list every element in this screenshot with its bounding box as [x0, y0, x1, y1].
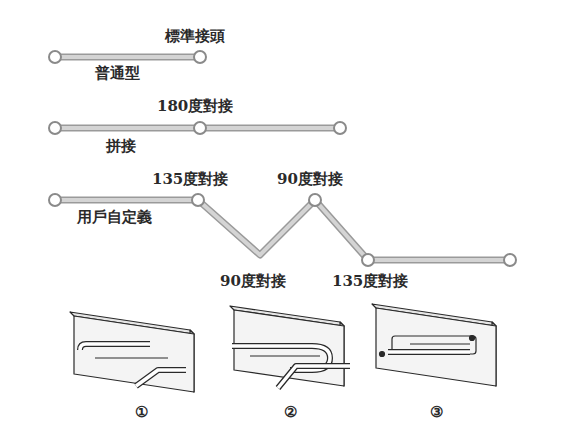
rod — [136, 370, 186, 386]
rod — [278, 366, 350, 388]
joint-type-label: 用戶自定義 — [75, 208, 154, 226]
end-circle — [309, 194, 321, 206]
weld-bar — [55, 54, 200, 61]
weld-seam — [250, 356, 320, 357]
callout-number: ② — [282, 403, 299, 421]
rod-end — [380, 352, 385, 357]
callout-number: ① — [133, 403, 150, 421]
rod — [278, 366, 350, 388]
joint-type-label: 普通型 — [93, 64, 142, 82]
weld-lines — [55, 57, 510, 260]
end-circle — [194, 122, 206, 134]
joint-type-label: 90度對接 — [275, 170, 345, 188]
callout-number: ③ — [428, 403, 445, 421]
end-circle — [192, 194, 204, 206]
rod — [80, 344, 150, 350]
end-circle — [49, 194, 61, 206]
joint-type-label: 135度對接 — [330, 272, 410, 290]
joint-type-label: 135度對接 — [150, 170, 230, 188]
end-circle — [504, 254, 516, 266]
plate-figure — [70, 312, 194, 392]
end-circles — [49, 51, 516, 266]
rod — [388, 349, 470, 355]
end-circle — [49, 51, 61, 63]
rod — [80, 344, 150, 350]
rod-end — [470, 336, 475, 341]
end-circle — [194, 51, 206, 63]
end-circle — [334, 122, 346, 134]
plate-face — [74, 316, 194, 392]
rod — [136, 370, 186, 386]
joint-type-label: 180度對接 — [155, 97, 235, 115]
plate-figure — [372, 304, 496, 386]
weld-seam — [410, 344, 470, 345]
joint-type-label: 標準接頭 — [163, 27, 227, 45]
joint-type-label: 90度對接 — [218, 272, 288, 290]
end-circle — [49, 122, 61, 134]
end-circle — [362, 254, 374, 266]
rod — [388, 350, 470, 354]
weld-bar — [55, 55, 200, 59]
plate-figure — [230, 306, 350, 388]
weld-bar — [55, 200, 510, 260]
weld-bar — [55, 200, 510, 260]
weld-seam — [95, 358, 168, 359]
joint-type-label: 拼接 — [104, 137, 138, 155]
plate-face — [376, 308, 496, 386]
